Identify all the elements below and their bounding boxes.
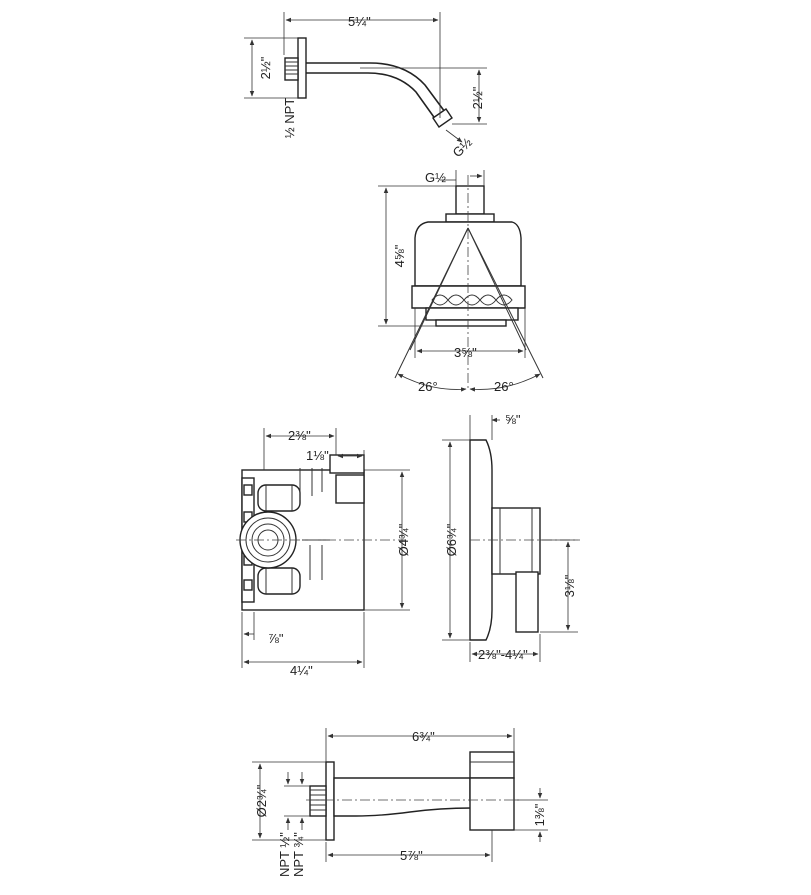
shower-arm-tube-top bbox=[306, 62, 446, 113]
tub-spout-thread bbox=[309, 785, 327, 817]
tub-spout-outlet-block bbox=[469, 777, 515, 831]
shower-arm-inlet-thread bbox=[284, 57, 299, 81]
shower-arm-inlet-label: ½ NPT bbox=[282, 98, 297, 139]
shower-head-inlet-label: G½ bbox=[425, 170, 446, 185]
shower-head-nozzles bbox=[435, 319, 507, 327]
tub-spout-outlet-height-label: 1⅜" bbox=[532, 803, 547, 826]
trim-handle-hub bbox=[491, 507, 541, 575]
shower-head-height-label: 4⅝" bbox=[392, 244, 407, 267]
shower-arm-drop-label: 2½" bbox=[470, 86, 485, 109]
trim-plate-depth-label: ⅝" bbox=[505, 412, 521, 427]
rough-valve-top-port bbox=[329, 454, 365, 474]
shower-arm-length-label: 5¼" bbox=[348, 14, 371, 29]
rough-valve-top-offset-label: 2⅜" bbox=[288, 428, 311, 443]
trim-projection-label: 2⅜"-4¼" bbox=[478, 647, 528, 662]
spray-angle-left-label: 26° bbox=[418, 379, 438, 394]
rough-valve-stem-offset-label: 1⅛" bbox=[306, 448, 329, 463]
shower-arm-outlet bbox=[432, 108, 453, 128]
tub-spout-flange-diameter-label: Ø2¾" bbox=[254, 784, 269, 817]
shower-head-connector bbox=[455, 185, 485, 215]
trim-plate bbox=[469, 439, 493, 641]
shower-head-width-label: 3⅝" bbox=[454, 345, 477, 360]
trim-assembly: ⅝" Ø6¾" 3⅛" 2⅜"-4¼" bbox=[442, 412, 580, 662]
rough-valve-body-height-label: Ø4¾" bbox=[396, 523, 411, 556]
tub-spout-reach-label: 5⅞" bbox=[400, 848, 423, 863]
rough-valve-upper-chamber bbox=[257, 484, 301, 512]
trim-plate-diameter-label: Ø6¾" bbox=[444, 523, 459, 556]
spray-angle-right-label: 26° bbox=[494, 379, 514, 394]
shower-arm: 5¼" 2½" 2½" ½ NPT G½ bbox=[244, 12, 487, 160]
shower-arm-flange bbox=[297, 37, 307, 99]
shower-arm-flange-label: 2½" bbox=[258, 56, 273, 79]
trim-handle-offset-label: 3⅛" bbox=[562, 574, 577, 597]
shower-arm-tube-bottom bbox=[306, 72, 437, 121]
rough-valve: 2⅜" 1⅛" Ø4¾" ⅞" 4¼" bbox=[236, 428, 411, 678]
rough-valve-side-offset-label: ⅞" bbox=[268, 631, 284, 646]
shower-head: G½ 4⅝" 3⅝" 26° 26° bbox=[378, 170, 544, 394]
shower-head-band bbox=[411, 285, 526, 309]
tub-spout: 6¾" Ø2¾" NPT ½" NPT ¾" 5⅞" 1⅜" bbox=[252, 728, 548, 877]
shower-head-face bbox=[425, 307, 519, 321]
tub-spout-thread-half-label: NPT ½" bbox=[277, 832, 292, 877]
tub-spout-length-label: 6¾" bbox=[412, 729, 435, 744]
shower-head-collar bbox=[445, 213, 495, 223]
shower-head-wave-pattern bbox=[431, 294, 513, 306]
tub-spout-flange bbox=[325, 761, 335, 841]
rough-valve-lower-chamber bbox=[257, 567, 301, 595]
shower-arm-outlet-label: G½ bbox=[450, 135, 476, 161]
trim-handle-lever bbox=[515, 571, 539, 633]
rough-valve-width-label: 4¼" bbox=[290, 663, 313, 678]
tub-spout-thread-three-quarter-label: NPT ¾" bbox=[291, 832, 306, 877]
tub-spout-diverter bbox=[469, 751, 515, 779]
